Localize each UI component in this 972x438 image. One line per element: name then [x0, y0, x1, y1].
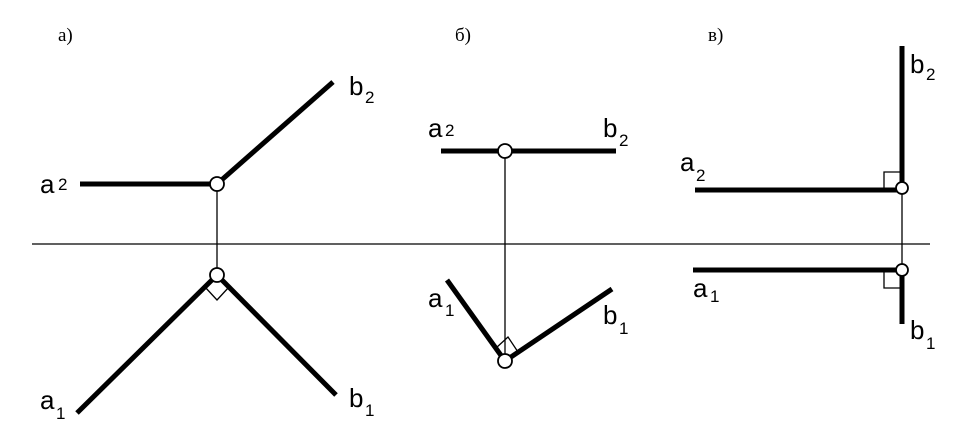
panel-a-label-a1: a 1: [40, 385, 65, 423]
panel-b-node-1: [497, 353, 513, 369]
panel-b-right-angle-mark: [495, 336, 519, 353]
panel-a-line-a1: [75, 273, 219, 415]
svg-text:1: 1: [56, 404, 65, 423]
panel-c-label-b1: b 1: [910, 315, 935, 353]
svg-text:a: a: [40, 169, 55, 199]
svg-text:2: 2: [619, 131, 628, 150]
panel-a-node-1: [209, 267, 225, 283]
svg-text:1: 1: [365, 401, 374, 420]
panel-c-right-angle-mark-upper: [883, 171, 900, 188]
panel-b-caption: б): [455, 25, 471, 46]
panel-a-node-2: [209, 176, 225, 192]
panel-a: а) a 2 b 2 a 1 b 1: [40, 25, 374, 423]
svg-text:2: 2: [445, 121, 454, 140]
panel-b-label-b1: b 1: [603, 300, 628, 338]
panel-c-right-angle-mark-lower: [883, 272, 900, 289]
svg-text:b: b: [603, 113, 617, 143]
svg-text:b: b: [603, 300, 617, 330]
panel-c: в) b 2 a 2 a 1 b 1: [680, 25, 935, 353]
svg-text:1: 1: [710, 287, 719, 306]
svg-text:a: a: [693, 273, 708, 303]
svg-text:a: a: [40, 385, 55, 415]
panel-a-line-b1: [215, 273, 338, 397]
panel-a-label-a2: a 2: [40, 169, 67, 199]
svg-text:b: b: [910, 49, 924, 79]
svg-text:2: 2: [696, 166, 705, 185]
panel-c-node-2: [895, 181, 909, 195]
panel-a-line-b2: [215, 80, 335, 186]
panel-c-label-a1: a 1: [693, 273, 719, 306]
panel-b-line-b1: [503, 286, 614, 364]
panel-b-label-b2: b 2: [603, 113, 628, 150]
panel-c-label-b2: b 2: [910, 49, 935, 84]
svg-text:a: a: [428, 283, 443, 313]
panel-b-node-2: [497, 143, 513, 159]
panel-c-node-1: [895, 263, 909, 277]
panel-b-line-a1: [444, 278, 508, 363]
svg-text:2: 2: [926, 65, 935, 84]
svg-text:2: 2: [58, 175, 67, 194]
svg-text:1: 1: [926, 334, 935, 353]
svg-text:a: a: [680, 147, 695, 177]
panel-b-label-a1: a 1: [428, 283, 454, 320]
panel-b: б) a 2 b 2 a 1 b 1: [428, 25, 628, 369]
panel-b-label-a2: a 2: [428, 113, 454, 143]
panel-a-label-b2: b 2: [349, 71, 374, 107]
svg-text:1: 1: [619, 319, 628, 338]
svg-text:a: a: [428, 113, 443, 143]
svg-text:b: b: [349, 383, 363, 413]
panel-c-caption: в): [708, 25, 723, 46]
panel-c-label-a2: a 2: [680, 147, 705, 185]
panel-a-right-angle-mark: [204, 286, 230, 301]
panel-a-caption: а): [58, 25, 73, 46]
svg-text:2: 2: [365, 88, 374, 107]
panel-a-label-b1: b 1: [349, 383, 374, 420]
svg-text:1: 1: [445, 301, 454, 320]
svg-text:b: b: [349, 71, 363, 101]
svg-text:b: b: [910, 315, 924, 345]
